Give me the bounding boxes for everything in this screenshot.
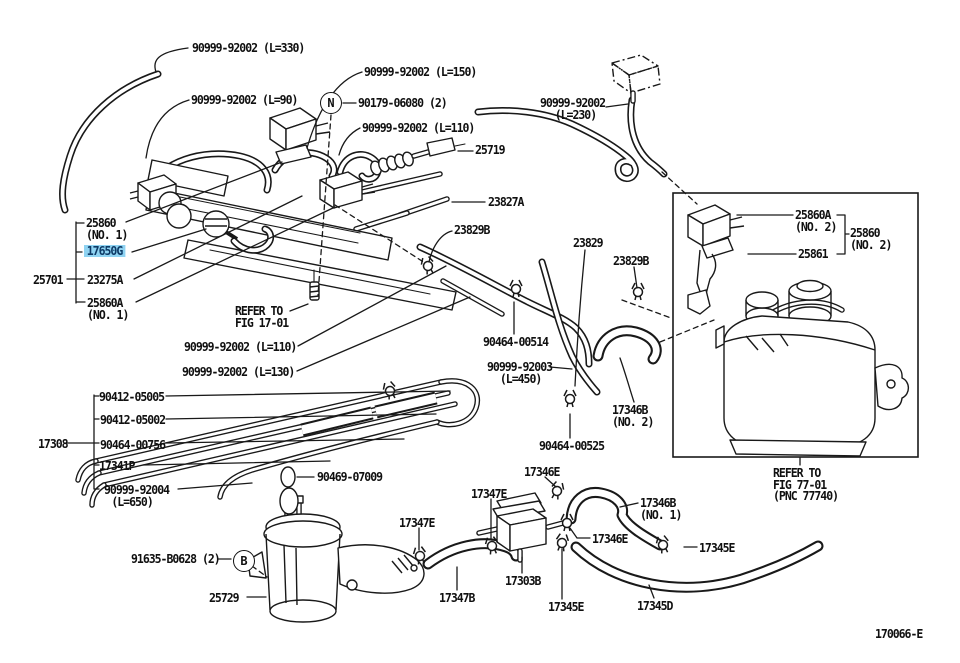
refer-note-fig77: REFER TO FIG 77-01 (PNC 77740) [773,465,839,503]
part-label-23829[interactable]: 23829 [573,235,604,250]
part-label-25729[interactable]: 25729 [209,590,240,605]
part-number: 25860A [87,295,123,310]
part-label-90999-92002-l110-mid[interactable]: 90999-92002 (L=110) [184,339,297,354]
part-label-17346b-no1[interactable]: 17346B (NO. 1) [640,495,682,522]
part-number: 90999-92003 [487,359,553,374]
part-label-91635-b0628[interactable]: 91635-B0628 (2) [131,551,221,566]
part-qualifier: (NO. 2) [795,218,837,234]
part-label-17341p[interactable]: 17341P [99,458,135,473]
part-label-23275a[interactable]: 23275A [87,272,123,287]
refer-line1: REFER TO [235,303,283,318]
part-qualifier: (NO. 2) [850,236,892,252]
part-label-25701[interactable]: 25701 [33,272,64,287]
note-symbol-b: B [233,550,255,572]
refer-line3: (PNC 77740) [773,488,839,503]
part-label-17346e-top[interactable]: 17346E [524,464,560,479]
length-note: (L=450) [499,370,542,386]
part-number: 17346B [640,495,676,510]
refer-note-fig17: REFER TO FIG 17-01 [235,303,289,330]
part-label-17303b[interactable]: 17303B [505,573,541,588]
part-label-90469-07009[interactable]: 90469-07009 [317,469,383,484]
length-note: (L=230) [554,106,597,122]
part-label-25860-no1[interactable]: 25860 (NO. 1) [86,215,128,242]
part-qualifier: (NO. 1) [640,506,682,522]
refer-line2: FIG 17-01 [235,314,289,330]
part-label-90464-00525[interactable]: 90464-00525 [539,438,605,453]
part-label-25860a-no1[interactable]: 25860A (NO. 1) [87,295,129,322]
part-label-90179-06080[interactable]: 90179-06080 (2) [358,95,448,110]
diagram-code: 170066-E [875,626,923,641]
part-number: 90999-92004 [104,482,170,497]
length-note: (L=650) [111,493,153,509]
part-number: 17346B [612,402,648,417]
part-label-90999-92002-l230[interactable]: 90999-92002 (L=230) [540,95,606,122]
part-label-17308[interactable]: 17308 [38,436,69,451]
part-label-25719[interactable]: 25719 [475,142,506,157]
part-label-23829b-left[interactable]: 23829B [454,222,490,237]
part-label-90412-05005[interactable]: 90412-05005 [99,389,165,404]
part-label-17346b-no2[interactable]: 17346B (NO. 2) [612,402,654,429]
part-qualifier: (NO. 2) [612,413,654,429]
part-number: 25860 [86,215,117,230]
refer-line2: FIG 77-01 [773,476,827,492]
part-number: 90999-92002 [540,95,606,110]
part-label-90999-92003[interactable]: 90999-92003 (L=450) [487,359,553,386]
part-label-23829b-right[interactable]: 23829B [613,253,649,268]
part-number: 25860 [850,225,881,240]
part-label-90412-05002[interactable]: 90412-05002 [100,412,166,427]
part-label-90999-92002-l150[interactable]: 90999-92002 (L=150) [364,64,477,79]
part-qualifier: (NO. 1) [87,306,129,322]
part-label-90464-00756[interactable]: 90464-00756 [100,437,166,452]
part-label-90464-00514[interactable]: 90464-00514 [483,334,549,349]
part-label-17347e-left[interactable]: 17347E [399,515,435,530]
part-label-17345e-bottom[interactable]: 17345E [548,599,584,614]
part-qualifier: (NO. 1) [86,226,128,242]
part-label-90999-92002-l110-top[interactable]: 90999-92002 (L=110) [362,120,475,135]
part-label-25860-no2[interactable]: 25860 (NO. 2) [850,225,892,252]
part-label-90999-92002-l130[interactable]: 90999-92002 (L=130) [182,364,295,379]
part-label-17345d[interactable]: 17345D [637,598,673,613]
part-label-17347e-upper[interactable]: 17347E [471,486,507,501]
part-number: 25860A [795,207,831,222]
part-label-17345e-right[interactable]: 17345E [699,540,735,555]
refer-line1: REFER TO [773,465,821,480]
part-label-25861[interactable]: 25861 [798,246,829,261]
note-symbol-n: N [320,92,342,114]
part-label-23827a[interactable]: 23827A [488,194,524,209]
part-label-90999-92002-l90[interactable]: 90999-92002 (L=90) [191,92,298,107]
part-label-90999-92002-l330[interactable]: 90999-92002 (L=330) [192,40,305,55]
part-label-17346e-mid[interactable]: 17346E [592,531,628,546]
part-label-17347b[interactable]: 17347B [439,590,475,605]
highlighted-part-number: 17650G [84,245,125,257]
part-label-17650g-highlighted[interactable]: 17650G [84,245,125,257]
part-label-25860a-no2[interactable]: 25860A (NO. 2) [795,207,837,234]
part-label-90999-92004[interactable]: 90999-92004 (L=650) [104,482,170,509]
